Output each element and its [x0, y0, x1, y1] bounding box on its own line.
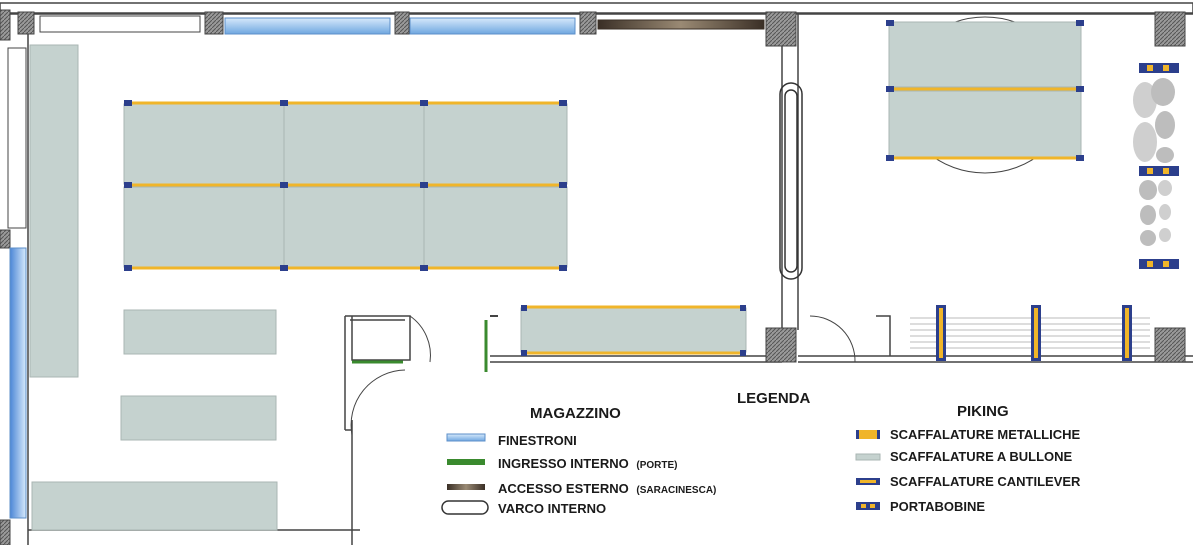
bolted-shelving-magazzino — [29, 44, 747, 531]
bolted-shelving-piking — [888, 21, 1082, 158]
legend-shutter-swatch — [447, 484, 485, 490]
pillars — [0, 9, 1186, 545]
legend-inner-door-label: INGRESSO INTERNO (PORTE) — [498, 456, 677, 471]
legend-passage-swatch — [441, 500, 489, 515]
cantilever-racks — [910, 305, 1150, 361]
inner-doors — [352, 320, 488, 372]
legend-reel-swatch — [856, 502, 880, 510]
piking-title: PIKING — [957, 403, 1009, 420]
legend-passage-label: VARCO INTERNO — [498, 501, 606, 516]
legend-shutter-label: ACCESSO ESTERNO (SARACINESCA) — [498, 481, 716, 496]
rack-posts — [124, 100, 746, 356]
legend-left: FINESTRONI INGRESSO INTERNO (PORTE) ACCE… — [441, 433, 716, 516]
legend-right: SCAFFALATURE METALLICHE SCAFFALATURE A B… — [855, 427, 1081, 514]
legend-title: LEGENDA — [737, 390, 811, 407]
legend-metal-swatch — [858, 430, 878, 439]
legend-metal-label: SCAFFALATURE METALLICHE — [890, 427, 1080, 442]
legend-inner-door-swatch — [447, 459, 485, 465]
windows — [7, 15, 576, 519]
magazzino-title: MAGAZZINO — [530, 405, 621, 422]
legend-bolted-swatch — [855, 453, 881, 461]
internal-passage — [779, 82, 803, 280]
legend-cantilever-label: SCAFFALATURE CANTILEVER — [890, 474, 1081, 489]
external-shutter — [597, 19, 765, 30]
legend-reel-label: PORTABOBINE — [890, 499, 985, 514]
legend-windows-label: FINESTRONI — [498, 433, 577, 448]
legend-window-swatch — [446, 433, 486, 442]
metal-shelving-edges — [124, 101, 746, 355]
reel-holders — [1133, 63, 1179, 269]
legend-bolted-label: SCAFFALATURE A BULLONE — [890, 449, 1073, 464]
